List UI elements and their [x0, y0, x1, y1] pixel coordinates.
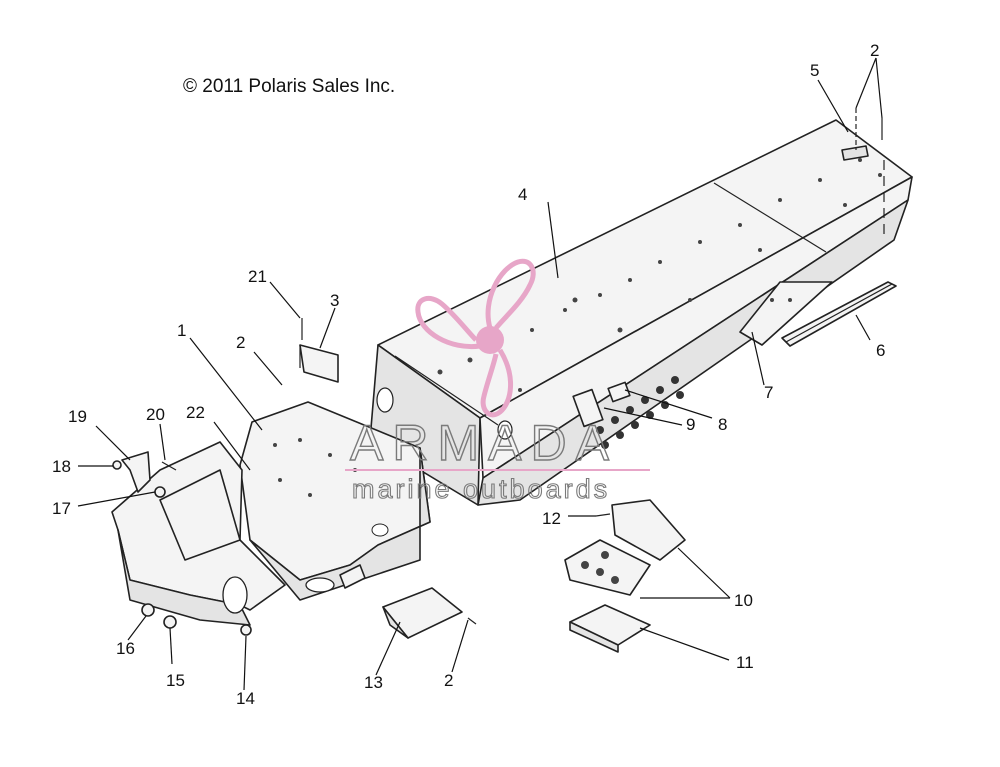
callout-13: 13: [364, 673, 383, 692]
part-5-bracket: [841, 145, 869, 161]
callout-2-top: 2: [870, 41, 879, 60]
part-11-bracket: [569, 604, 651, 653]
part-3-bracket: [299, 344, 339, 383]
part-1-bulkhead: [239, 401, 431, 601]
callout-17: 17: [52, 499, 71, 518]
callout-labels: 4 5 2 6 7 8 9 10 11 12 13 2 14 15 16 17 …: [52, 41, 885, 708]
part-20-bolt: [161, 461, 177, 471]
watermark: ARMADA marine outboards: [345, 258, 650, 505]
callout-22: 22: [186, 403, 205, 422]
callout-leaders: [77, 57, 883, 691]
callout-18: 18: [52, 457, 71, 476]
callout-9: 9: [686, 415, 695, 434]
part-12-bolt: [595, 513, 611, 517]
callout-6: 6: [876, 341, 885, 360]
part-9-plate: [572, 388, 604, 428]
callout-2-mid: 2: [236, 333, 245, 352]
part-22-front-box: [111, 441, 366, 626]
callout-8: 8: [718, 415, 727, 434]
watermark-tagline: marine outboards: [352, 474, 610, 504]
callout-16: 16: [116, 639, 135, 658]
callout-20: 20: [146, 405, 165, 424]
copyright-text: © 2011 Polaris Sales Inc.: [183, 76, 395, 97]
callout-14: 14: [236, 689, 255, 708]
propeller-icon: [415, 258, 536, 418]
part-13-skid-plate: [382, 587, 463, 639]
part-8-plate: [607, 381, 631, 403]
callout-4: 4: [518, 185, 527, 204]
callout-19: 19: [68, 407, 87, 426]
part-6-rail: [781, 281, 897, 347]
callout-10: 10: [734, 591, 753, 610]
part-16-nut: [141, 603, 155, 617]
part-10-shields: [564, 499, 686, 596]
part-14-nut: [240, 624, 252, 636]
part-19-bracket: [121, 451, 151, 493]
callout-21: 21: [248, 267, 267, 286]
callout-12: 12: [542, 509, 561, 528]
part-18-nut: [112, 460, 122, 470]
callout-7: 7: [764, 383, 773, 402]
callout-2-bottom: 2: [444, 671, 453, 690]
part-15-nut: [163, 615, 177, 629]
part-17-washer: [154, 486, 166, 498]
callout-3: 3: [330, 291, 339, 310]
callout-15: 15: [166, 671, 185, 690]
callout-5: 5: [810, 61, 819, 80]
part-7-brace: [739, 281, 833, 346]
callout-11: 11: [736, 653, 754, 672]
watermark-brand: ARMADA: [350, 415, 618, 471]
callout-1: 1: [177, 321, 186, 340]
